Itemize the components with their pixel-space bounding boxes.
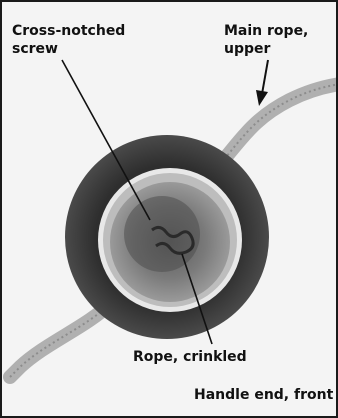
rope-lower	[10, 302, 112, 377]
label-rope-crinkled: Rope, crinkled	[133, 348, 247, 366]
label-handle-end-front: Handle end, front	[194, 386, 333, 404]
label-cross-notched-screw: Cross-notched screw	[12, 22, 125, 58]
arrow-down-icon	[256, 60, 268, 106]
label-main-rope-upper: Main rope, upper	[224, 22, 308, 58]
